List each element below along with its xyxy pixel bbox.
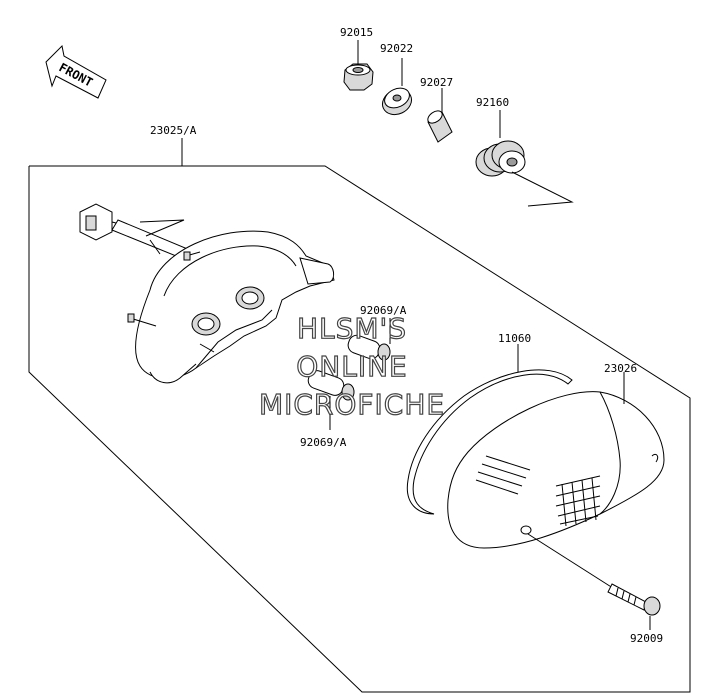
screw-92009-icon (607, 583, 661, 616)
callout-11060[interactable]: 11060 (498, 332, 531, 345)
lamp-housing-icon (127, 230, 335, 384)
grommet-92160-icon (475, 140, 526, 177)
leader-connector (139, 219, 185, 237)
callout-23026[interactable]: 23026 (604, 362, 637, 375)
callout-92015[interactable]: 92015 (340, 26, 373, 39)
bulb-lower-icon (307, 370, 355, 401)
leader-92160-mount (511, 171, 574, 207)
lens-23026-icon (447, 391, 665, 549)
leader-screw-axis (527, 533, 617, 591)
callout-92160[interactable]: 92160 (476, 96, 509, 109)
callout-92027[interactable]: 92027 (420, 76, 453, 89)
gasket-11060-icon (406, 369, 573, 515)
lens-reflector-lines (475, 455, 531, 495)
watermark-line-2: ONLINE (296, 350, 407, 383)
front-arrow-icon: FRONT (45, 44, 107, 99)
collar-92027-icon (427, 110, 453, 143)
callout-92069-upper[interactable]: 92069/A (360, 304, 407, 317)
watermark-line-1: HLSM'S (297, 312, 407, 345)
callout-92009[interactable]: 92009 (630, 632, 663, 645)
callout-23025[interactable]: 23025/A (150, 124, 197, 137)
watermark: HLSM'S ONLINE MICROFICHE (258, 311, 445, 421)
callout-92022[interactable]: 92022 (380, 42, 413, 55)
watermark-line-3: MICROFICHE (259, 388, 445, 421)
assembly-outline (28, 165, 691, 693)
washer-92022-icon (381, 87, 413, 116)
bulb-upper-icon (347, 334, 391, 361)
lens-grid-pattern (555, 475, 601, 527)
wire-connector-icon (79, 203, 191, 261)
nut-92015-icon (343, 63, 374, 91)
callout-92069-lower[interactable]: 92069/A (300, 436, 347, 449)
